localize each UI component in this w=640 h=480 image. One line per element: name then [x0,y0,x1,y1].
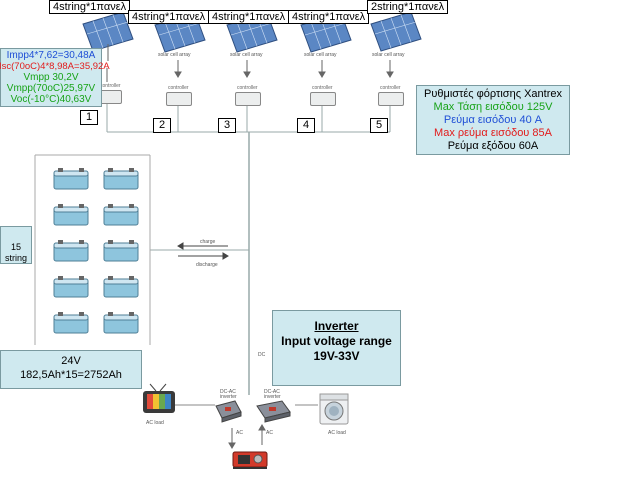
charge-label: charge [200,239,216,245]
xantrex-max-voltage: Max Τάση εισόδου 125V [433,101,553,113]
battery-voltage: 24V [61,355,81,367]
xantrex-title: Ρυθμιστές φόρτισης Xantrex [424,88,562,100]
controller-5 [378,92,404,106]
array-caption-2: solar cell array [158,52,191,58]
battery-capacity: 182,5Ah*15=2752Ah [20,369,122,381]
controller-caption-2: controller [168,85,189,91]
xantrex-output-current: Ρεύμα εξόδου 60A [447,140,539,152]
panel-label-3: 4string*1πανελ [208,10,290,24]
controller-4 [310,92,336,106]
vmpp-text: Vmpp 30,2V [23,72,79,83]
number-box-1: 1 [80,110,98,125]
inverter-title: Inverter [314,319,359,333]
controller-caption-1: controller [100,83,121,89]
controller-caption-5: controller [380,85,401,91]
dc-label: DC [258,352,266,358]
ac-label-2: AC [266,430,273,436]
number-box-5: 5 [370,118,388,133]
isc-text: Isc(70oC)4*8,98A=35,92A [0,61,110,72]
discharge-label: discharge [196,262,218,268]
panel-label-1: 4string*1πανελ [49,0,131,14]
solar-panel-icon [370,11,422,52]
xantrex-specs-box: Ρυθμιστές φόρτισης Xantrex Max Τάση εισό… [416,85,570,155]
voc-cold-text: Voc(-10°C)40,63V [10,94,92,105]
inverter-caption-2: DC-AC inverter [264,389,281,400]
ac-label-1: AC [236,430,243,436]
number-box-4: 4 [297,118,315,133]
controller-3 [235,92,261,106]
panel-label-2: 4string*1πανελ [128,10,210,24]
solar-array-row: 4string*1πανελ 4string*1πανελ solar cell… [0,0,640,140]
inverter-range-label: Input voltage range [281,334,392,348]
vmpp-hot-text: Vmpp(70oC)25,97V [6,83,96,94]
number-box-2: 2 [153,118,171,133]
string-count-text: 15 string [4,242,27,263]
panel-label-5: 2string*1πανελ [367,0,449,14]
array-caption-5: solar cell array [372,52,405,58]
inverter-icon [256,400,291,423]
array-caption-4: solar cell array [304,52,337,58]
inverter-icon [215,400,242,423]
battery-bank [50,165,150,345]
xantrex-max-input-current: Max ρεύμα εισόδου 85A [434,127,552,139]
inverter-caption-1: DC-AC inverter [220,389,237,400]
generator-icon [232,451,268,469]
number-box-3: 3 [218,118,236,133]
washer-caption: AC load [328,430,346,436]
array-caption-3: solar cell array [230,52,263,58]
controller-caption-4: controller [312,85,333,91]
string-count-box: 15 string [0,226,32,264]
panel-label-4: 4string*1πανελ [288,10,370,24]
washing-machine-icon [319,393,349,425]
inverter-range: 19V-33V [313,349,360,363]
tv-icon [143,383,175,413]
impp-text: Impp4*7,62=30,48A [6,50,96,61]
panel-specs-box: Impp4*7,62=30,48A Isc(70oC)4*8,98A=35,92… [0,48,110,107]
xantrex-input-current: Ρεύμα εισόδου 40 A [443,114,543,126]
controller-2 [166,92,192,106]
battery-bank-graphic [53,167,139,334]
solar-panel-icon [82,11,134,61]
battery-capacity-box: 24V 182,5Ah*15=2752Ah [0,350,142,389]
tv-caption: AC load [146,420,164,426]
inverter-info-box: Inverter Input voltage range 19V-33V [272,310,401,386]
controller-caption-3: controller [237,85,258,91]
